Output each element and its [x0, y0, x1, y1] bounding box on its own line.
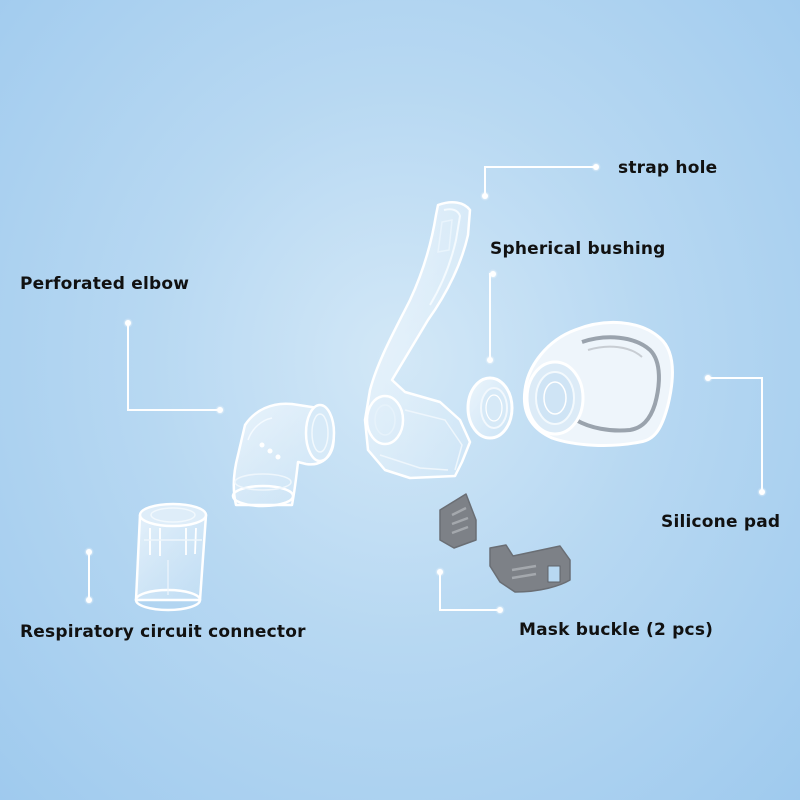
- label-spherical-bushing: Spherical bushing: [490, 239, 666, 259]
- callout-dot: [437, 569, 443, 575]
- mask-buckle-large-part: [489, 544, 571, 593]
- label-mask-buckle: Mask buckle (2 pcs): [519, 620, 714, 640]
- silicone-pad-part: [522, 320, 674, 447]
- spherical-bushing-part: [466, 376, 514, 440]
- callout-dot: [125, 320, 131, 326]
- callout-dot: [217, 407, 223, 413]
- mask-buckle-small-part: [439, 493, 477, 549]
- callout-dot: [705, 375, 711, 381]
- callout-dot: [759, 489, 765, 495]
- callout-line-mask-buckle: [439, 572, 500, 611]
- label-respiratory-circuit-connector: Respiratory circuit connector: [20, 622, 306, 642]
- label-perforated-elbow: Perforated elbow: [20, 274, 190, 294]
- callout-line-strap-hole: [484, 166, 596, 196]
- label-strap-hole: strap hole: [618, 158, 718, 178]
- callout-line-spherical-bushing: [489, 273, 493, 360]
- callout-dot: [86, 549, 92, 555]
- callout-dot: [593, 164, 599, 170]
- mask-frame-part: [363, 201, 472, 480]
- callout-dot: [86, 597, 92, 603]
- callout-line-perforated-elbow: [127, 323, 220, 411]
- respiratory-connector-part: [134, 502, 208, 612]
- perforated-elbow-part: [231, 402, 336, 508]
- callout-dot: [490, 271, 496, 277]
- callout-line-silicone-pad: [708, 377, 763, 492]
- callout-dot: [482, 193, 488, 199]
- label-silicone-pad: Silicone pad: [661, 512, 781, 532]
- callout-dots: [84, 162, 767, 615]
- callout-dot: [487, 357, 493, 363]
- callout-dot: [497, 607, 503, 613]
